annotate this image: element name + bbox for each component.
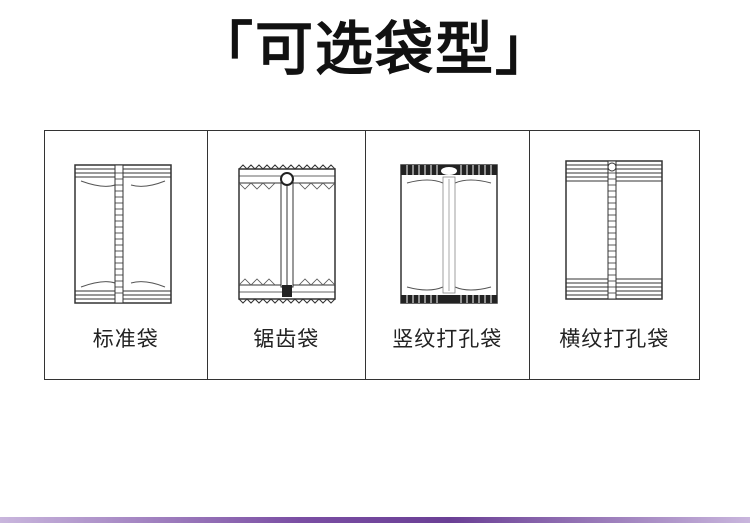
bag-option-horizontal-stripe-hole[interactable]: 横纹打孔袋 [530, 131, 699, 379]
bag-label: 竖纹打孔袋 [392, 327, 503, 351]
bag-option-vertical-stripe-hole[interactable]: 竖纹打孔袋 [366, 131, 530, 379]
bag-label: 锯齿袋 [253, 327, 320, 351]
bag-label: 横纹打孔袋 [559, 327, 670, 351]
bag-option-standard[interactable]: 标准袋 [45, 131, 208, 379]
page-title: 「可选袋型」 [194, 15, 555, 83]
bag-option-serrated[interactable]: 锯齿袋 [208, 131, 367, 379]
vertical-stripe-hole-bag-icon [400, 164, 498, 304]
serrated-bag-icon [237, 164, 336, 304]
bag-label: 标准袋 [92, 327, 159, 351]
bottom-accent-bar [0, 517, 750, 523]
bag-type-grid: 标准袋 锯齿袋 [44, 130, 700, 380]
standard-bag-icon [74, 164, 172, 304]
horizontal-stripe-hole-bag-icon [564, 160, 663, 300]
